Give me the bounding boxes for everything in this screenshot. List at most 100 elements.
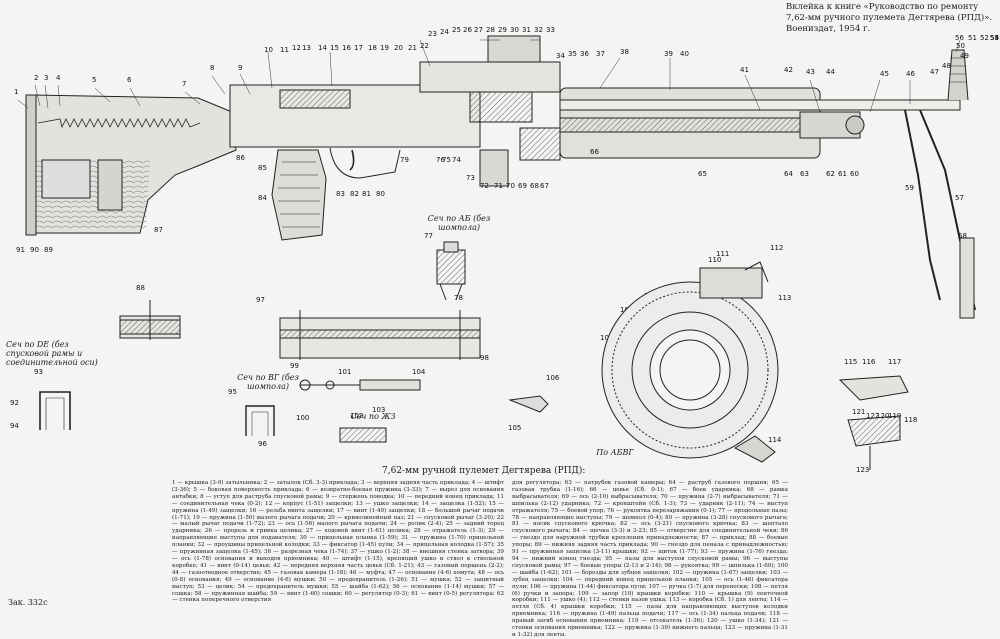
detail-ammo-drum — [601, 261, 779, 463]
detail-section-de — [39, 391, 71, 430]
callout-number: 55 — [990, 34, 999, 42]
callout-number: 50 — [956, 42, 965, 50]
callout-leaders — [17, 39, 961, 113]
callout-number: 56 — [955, 34, 964, 42]
callout-number: 1 — [14, 88, 18, 96]
callout-number: 39 — [664, 50, 673, 58]
gas-regulator — [845, 115, 865, 135]
callout-number: 120 — [876, 412, 889, 420]
callout-number: 8 — [210, 64, 214, 72]
callout-number: 37 — [596, 50, 605, 58]
callout-number: 73 — [466, 174, 475, 182]
callout-number: 121 — [852, 408, 865, 416]
callout-number: 41 — [740, 66, 749, 74]
callout-number: 110 — [708, 256, 721, 264]
callout-number: 94 — [10, 422, 19, 430]
callout-number: 13 — [302, 44, 311, 52]
callout-number: 53 — [990, 34, 999, 42]
callout-number: 22 — [420, 42, 429, 50]
callout-number: 75 — [442, 156, 451, 164]
detail-operating-rod — [279, 310, 481, 360]
callout-number: 47 — [930, 68, 939, 76]
callout-number: 43 — [806, 68, 815, 76]
callout-number: 6 — [127, 76, 132, 84]
callout-number: 30 — [510, 26, 519, 34]
callout-number: 67 — [540, 182, 549, 190]
callout-number: 26 — [463, 26, 472, 34]
parts-legend-right: для регулятора; 63 — патрубок газовой ка… — [512, 480, 788, 638]
callout-number: 97 — [256, 296, 265, 304]
callout-number: 14 — [318, 44, 327, 52]
order-number: Зак. 332с — [8, 598, 48, 607]
callout-number: 111 — [716, 250, 729, 258]
callout-number: 100 — [296, 414, 309, 422]
callout-number: 25 — [452, 26, 461, 34]
callout-number: 107 — [600, 334, 613, 342]
callout-number: 11 — [280, 46, 289, 54]
accessory-pouch — [41, 159, 91, 199]
callout-number: 45 — [880, 70, 889, 78]
callout-number: 69 — [518, 182, 527, 190]
detail-sight-parts — [299, 379, 549, 443]
callout-number: 29 — [498, 26, 507, 34]
callout-number: 88 — [136, 284, 145, 292]
trigger-guard — [329, 147, 401, 179]
callout-number: 104 — [412, 368, 426, 376]
callout-number: 49 — [960, 52, 969, 60]
callout-number: 68 — [530, 182, 539, 190]
callout-number: 44 — [826, 68, 835, 76]
detail-rod-section — [119, 300, 181, 340]
callout-number: 12 — [292, 44, 301, 52]
callout-number: 58 — [958, 232, 967, 240]
callout-number: 63 — [800, 170, 809, 178]
callout-number: 28 — [486, 26, 495, 34]
callout-number: 90 — [30, 246, 39, 254]
callout-number: 71 — [494, 182, 503, 190]
callout-number: 86 — [236, 154, 245, 162]
callout-number: 18 — [368, 44, 377, 52]
callout-number: 62 — [826, 170, 835, 178]
rear-sight — [487, 35, 541, 63]
callout-number: 23 — [428, 30, 437, 38]
buttplate — [25, 94, 37, 236]
callout-number: 24 — [440, 28, 449, 36]
callout-number: 2 — [34, 74, 38, 82]
callout-number: 51 — [968, 34, 977, 42]
section-label-de: Сеч по DE (без спусковой рамы и соединит… — [6, 340, 98, 367]
callout-number: 72 — [480, 182, 489, 190]
callout-number: 54 — [990, 34, 999, 42]
callout-number: 9 — [238, 64, 242, 72]
callout-number: 66 — [590, 148, 599, 156]
callout-number: 77 — [424, 232, 433, 240]
callout-number: 85 — [258, 164, 267, 172]
callout-number: 91 — [16, 246, 25, 254]
callout-number: 34 — [556, 52, 565, 60]
callout-number: 20 — [394, 44, 403, 52]
pistol-grip — [271, 149, 327, 241]
callout-number: 114 — [768, 436, 782, 444]
callout-number: 96 — [258, 440, 267, 448]
bipod — [904, 109, 941, 301]
callout-number: 27 — [474, 26, 483, 34]
callout-number: 21 — [408, 44, 417, 52]
callout-number: 10 — [264, 46, 273, 54]
callout-number: 118 — [904, 416, 917, 424]
callout-number: 102 — [350, 412, 363, 420]
section-label-ab: Сеч по АБ (без шомпола) — [427, 214, 491, 232]
callout-number: 95 — [228, 388, 237, 396]
callout-number: 123 — [856, 466, 869, 474]
callout-number: 7 — [182, 80, 186, 88]
callout-number: 4 — [56, 74, 61, 82]
detail-feed-tray — [838, 375, 909, 470]
callout-number: 112 — [770, 244, 783, 252]
callout-number: 122 — [866, 412, 879, 420]
callout-number: 5 — [92, 76, 96, 84]
return-spring — [37, 118, 201, 129]
trigger — [349, 149, 355, 171]
section-label-abvg: По АБВГ — [596, 448, 634, 457]
callout-number: 101 — [338, 368, 351, 376]
callout-number: 35 — [568, 50, 577, 58]
detail-section-vg — [245, 405, 275, 436]
callout-number: 76 — [436, 156, 445, 164]
